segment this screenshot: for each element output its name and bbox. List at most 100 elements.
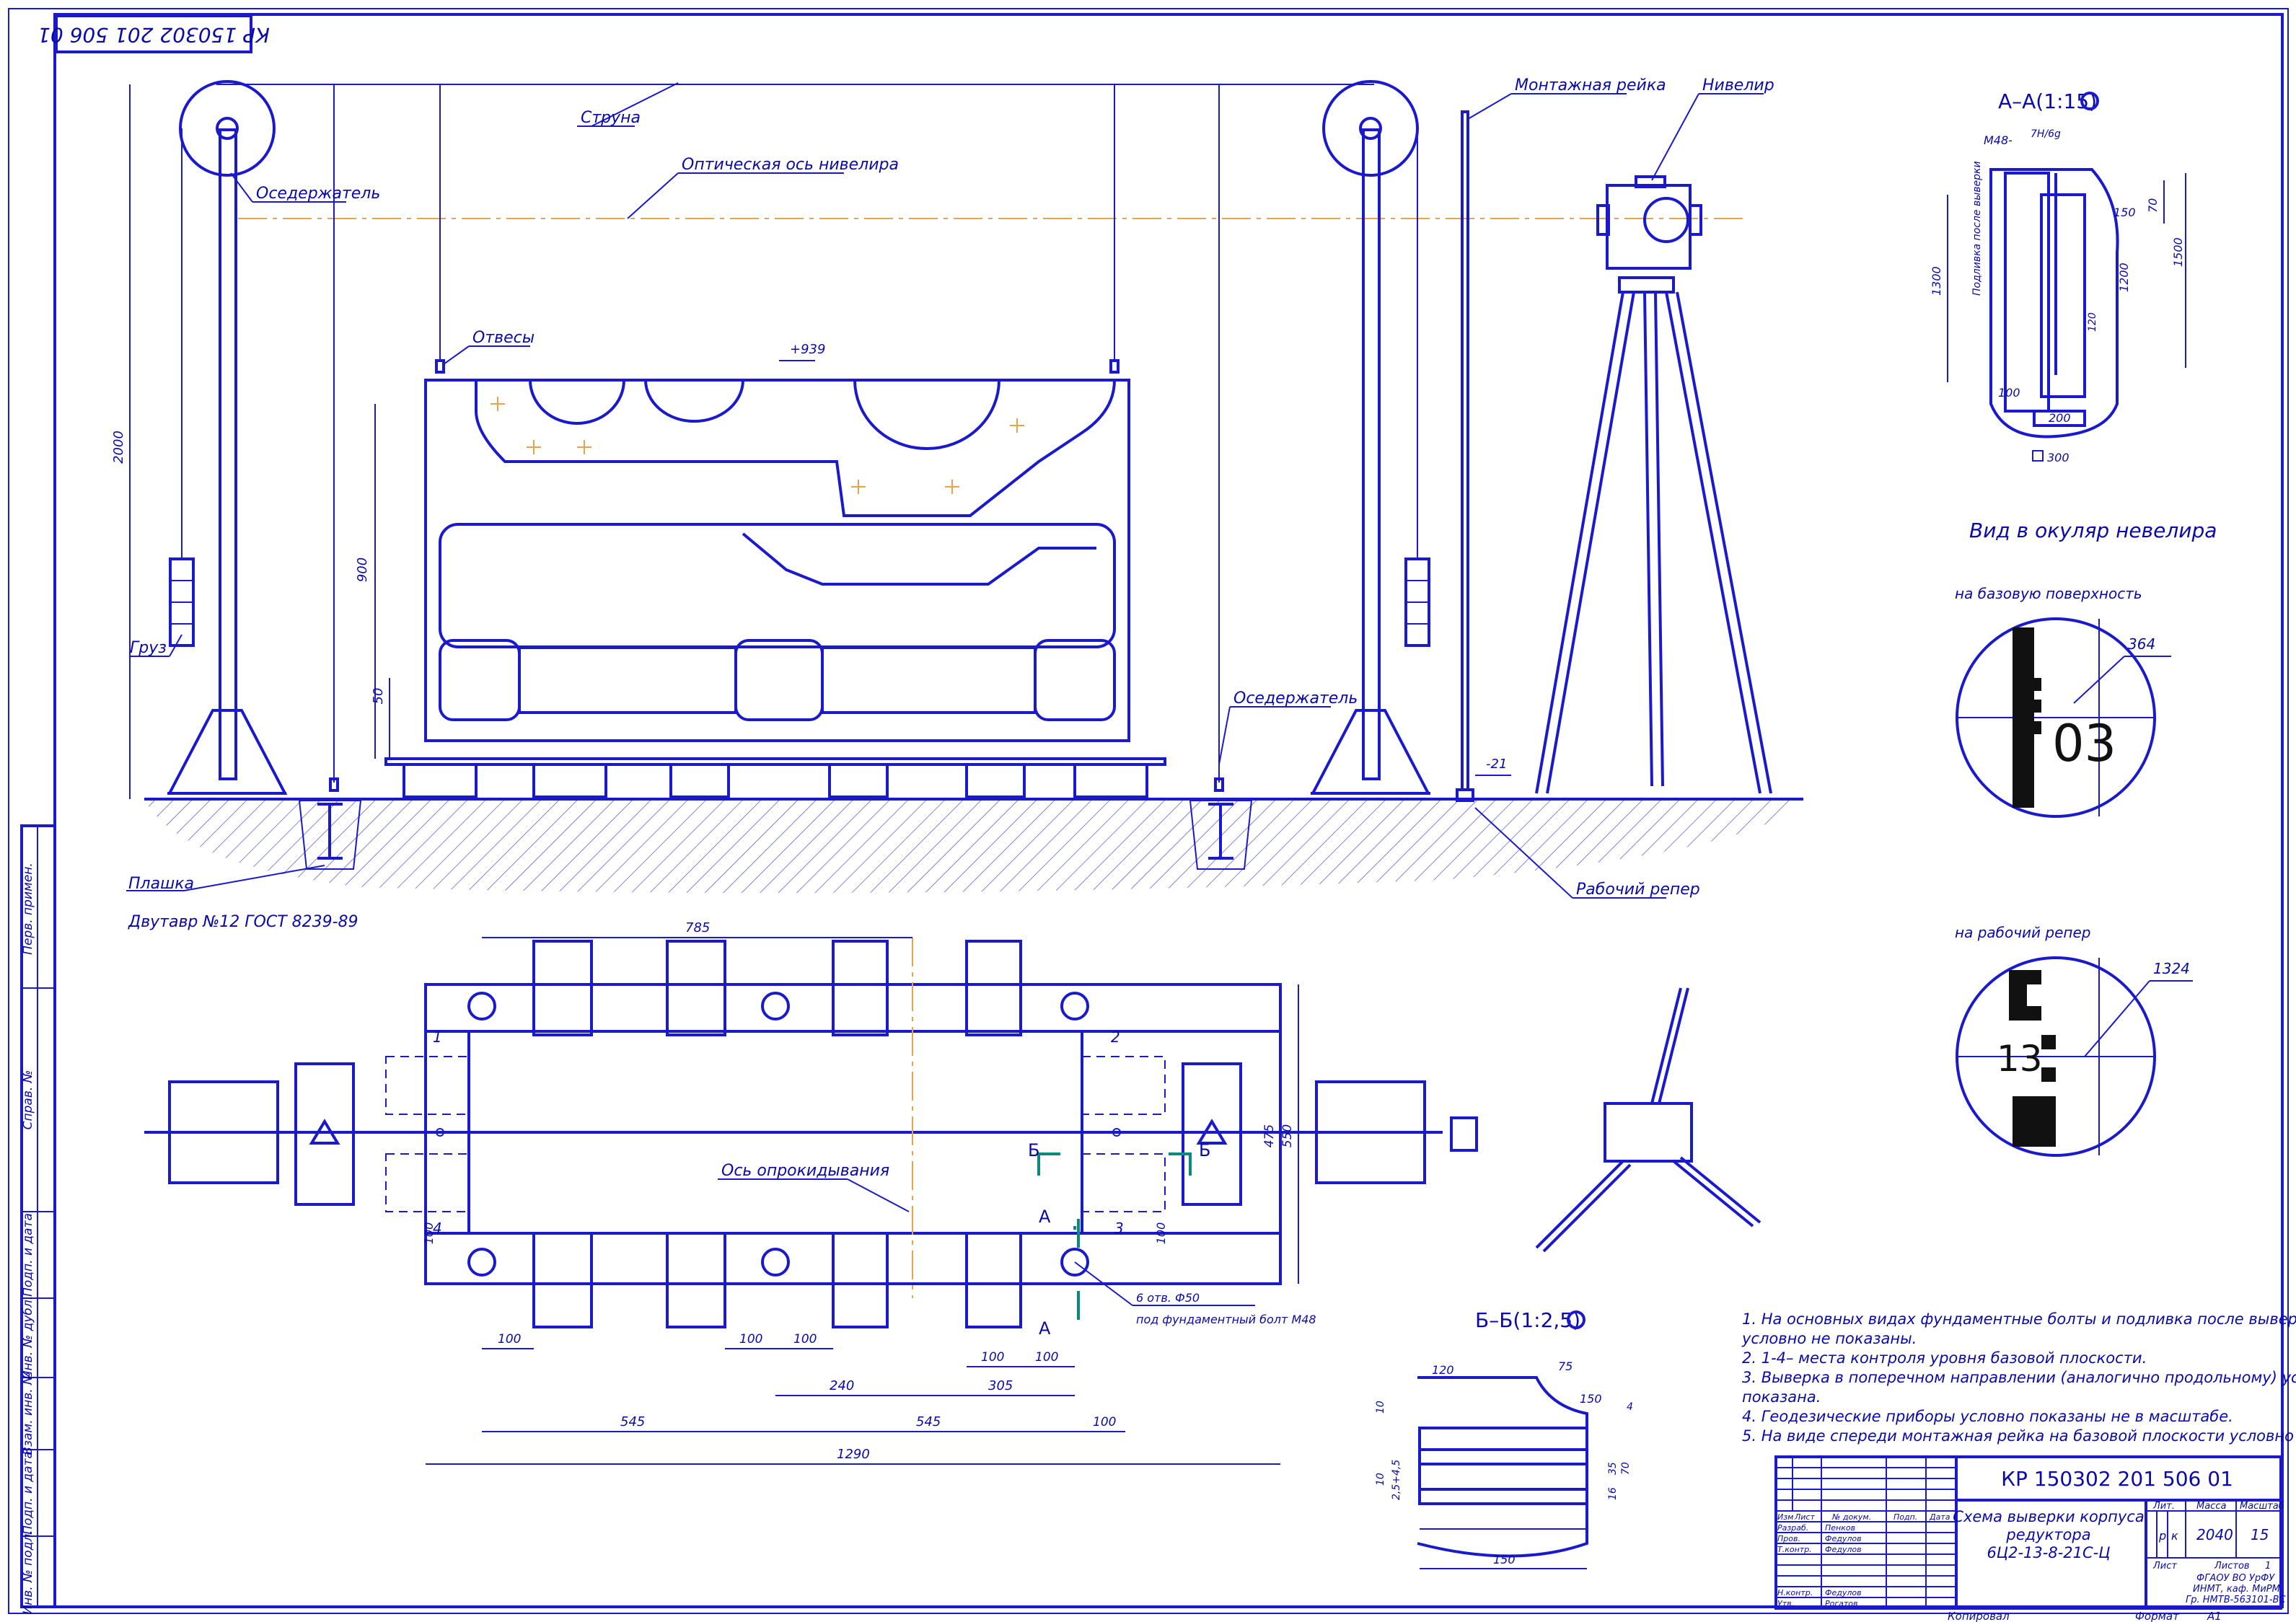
support-pads: [403, 763, 1148, 798]
title-org-3: Гр. НМТВ-563101-ВС: [2186, 1595, 2287, 1605]
title-r-utv: Утв.: [1777, 1599, 1794, 1608]
plumb-lines: [329, 84, 1224, 792]
section-marker-a-bottom: А: [1039, 1318, 1051, 1339]
section-bb-d150-bottom: 150: [1493, 1553, 1516, 1566]
title-doc-code: КР 150302 201 506 01: [2001, 1467, 2233, 1491]
dim-785: 785: [685, 920, 710, 935]
dim-100-left: 100: [422, 1222, 436, 1245]
section-aa-d120: 120: [2087, 312, 2098, 332]
title-name-1: Схема выверки корпуса: [1953, 1508, 2144, 1525]
label-bolt-note-2: под фундаментный болт М48: [1136, 1313, 1316, 1326]
axle-holder-left: [167, 80, 288, 795]
top-stamp-code: КР 150302 201 506 01: [38, 23, 270, 47]
eyepiece-reading-1: 364: [2128, 635, 2155, 653]
plan-point-2: 2: [1111, 1028, 1120, 1046]
ground-soil: [144, 799, 1803, 893]
side-stamp-vzam-inv: Взам. инв. №: [21, 1372, 35, 1455]
title-r-nkontr: Н.контр.: [1777, 1588, 1813, 1597]
label-plashka: Плашка: [128, 875, 194, 893]
plan-bolt-holes: [436, 992, 1121, 1277]
dim-475: 475: [1262, 1124, 1277, 1147]
note-line-5: показана.: [1742, 1388, 1821, 1406]
section-bb-d75: 75: [1558, 1359, 1573, 1373]
note-line-3: 2. 1-4– места контроля уровня базовой пл…: [1742, 1349, 2147, 1367]
eyepiece-digits-1: 03: [2052, 714, 2116, 773]
dim-240: 240: [830, 1378, 854, 1393]
dim-plus939: +939: [790, 342, 825, 357]
section-aa: А–А(1:15) М48- 7Н/6g 150 70 1500 1200 13…: [1930, 89, 2186, 464]
section-aa-podlivka: Подливка после выверки: [1971, 161, 1983, 296]
note-line-4: 3. Выверка в поперечном направлении (ана…: [1742, 1369, 2296, 1386]
outer-frame: [8, 8, 2289, 1614]
dim-100-a: 100: [498, 1332, 521, 1346]
level-instrument: [1535, 175, 1772, 794]
title-r-prov: Пров.: [1777, 1534, 1800, 1543]
section-aa-d1300: 1300: [1930, 266, 1943, 296]
plashka-left: [298, 800, 362, 870]
title-org-1: ФГАОУ ВО УрФУ: [2196, 1573, 2275, 1584]
section-bb-d4: 4: [1627, 1401, 1633, 1413]
title-name-3: 6Ц2-13-8-21С-Ц: [1987, 1544, 2110, 1561]
eyepiece-sub-1: на базовую поверхность: [1955, 585, 2142, 602]
dim-100-f: 100: [1093, 1415, 1116, 1429]
section-bb: Б–Б(1:2,5) 120 75 150 4 10 35 70 10 16 2…: [1375, 1308, 1633, 1569]
inner-frame: [53, 13, 2284, 1608]
label-osederzhatel-left: Оседержатель: [256, 185, 380, 203]
side-stamp-podp-data-1: Подп. и дата: [21, 1213, 35, 1297]
label-nivelir: Нивелир: [1702, 76, 1774, 94]
label-optical-axis: Оптическая ось нивелира: [682, 156, 899, 174]
title-listov-label: Листов: [2214, 1561, 2250, 1572]
dim-100-e: 100: [1035, 1350, 1058, 1365]
title-n-utv: Рогатов: [1825, 1599, 1858, 1608]
section-bb-d16: 16: [1607, 1487, 1619, 1500]
section-aa-d300: 300: [2047, 451, 2070, 464]
footer-format: Формат: [2135, 1610, 2180, 1622]
plan-point-1: 1: [433, 1028, 442, 1046]
plashka-right: [1189, 800, 1253, 870]
title-h-massa: Масса: [2196, 1501, 2226, 1512]
label-bolt-note-1: 6 отв. Ф50: [1136, 1291, 1200, 1305]
axle-holder-right: [1310, 80, 1431, 795]
title-h-lit: Лит.: [2152, 1501, 2175, 1512]
label-gruz: Груз: [130, 639, 167, 657]
dim-305: 305: [988, 1378, 1013, 1393]
section-bb-d150-top: 150: [1580, 1392, 1602, 1406]
plan-stands: [168, 1062, 1478, 1206]
section-aa-d100: 100: [1998, 386, 2020, 400]
title-r-tkontr: Т.контр.: [1777, 1545, 1812, 1554]
section-aa-fit: 7Н/6g: [2031, 128, 2061, 140]
eyepiece-digits-2: 13: [1997, 1038, 2043, 1080]
title-h-masshtab: Масштаб: [2240, 1501, 2284, 1512]
section-bb-d35: 35: [1607, 1462, 1619, 1475]
section-aa-d150: 150: [2114, 206, 2136, 219]
section-aa-d1500: 1500: [2171, 237, 2185, 267]
label-struna: Струна: [581, 109, 641, 127]
section-aa-d1200: 1200: [2117, 263, 2131, 292]
section-aa-thread: М48-: [1984, 133, 2013, 147]
title-massa: 2040: [2196, 1526, 2233, 1543]
label-osederzhatel-right: Оседержатель: [1233, 689, 1358, 708]
side-stamp-inv-dubl: Инв. № дубл.: [21, 1296, 35, 1380]
section-bb-d25-45: 2,5+4,5: [1391, 1460, 1402, 1500]
section-bb-d10-a: 10: [1375, 1401, 1386, 1414]
dim-50: 50: [371, 688, 386, 705]
title-h-data: Дата: [1929, 1512, 1950, 1522]
title-n-tkontr: Федулов: [1825, 1545, 1862, 1554]
label-otvesy: Отвесы: [472, 329, 535, 347]
note-line-6: 4. Геодезические приборы условно показан…: [1742, 1408, 2233, 1425]
title-name-2: редуктора: [2005, 1526, 2090, 1543]
title-lit-b: к: [2171, 1529, 2178, 1543]
title-list-label: Лист: [2152, 1561, 2177, 1572]
dim-550: 550: [1280, 1124, 1295, 1147]
section-bb-d120: 120: [1432, 1363, 1454, 1377]
plan-tripod: [1535, 987, 1761, 1253]
side-stamp-podp-data-2: Подп. и дата: [21, 1451, 35, 1535]
note-line-1: 1. На основных видах фундаментные болты …: [1742, 1310, 2296, 1328]
plan-point-3: 3: [1114, 1220, 1124, 1237]
footer-format-val: А1: [2207, 1610, 2222, 1622]
dim-2000: 2000: [111, 431, 126, 464]
title-h-list: Лист: [1794, 1512, 1815, 1522]
dim-100-d: 100: [981, 1350, 1004, 1365]
section-marker-b-left: Б: [1028, 1140, 1039, 1160]
dim-minus21: -21: [1486, 757, 1507, 772]
